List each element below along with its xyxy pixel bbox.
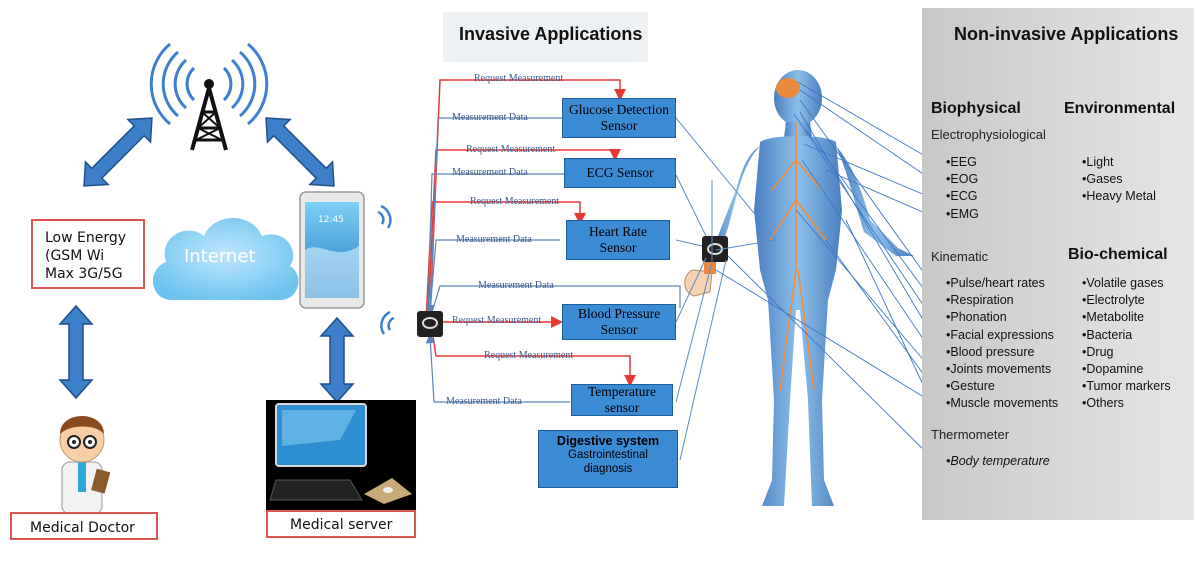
human-body-icon (710, 70, 914, 506)
digestive-title: Digestive system (556, 434, 660, 448)
biophysical-heading: Biophysical (931, 100, 1021, 117)
list-item: Pulse/heart rates (946, 275, 1058, 292)
network-box: Low Energy (GSM Wi Max 3G/5G (31, 219, 145, 289)
invasive-connectors (425, 79, 681, 403)
gateway-device-icon (417, 311, 443, 337)
data-label: Measurement Data (456, 234, 532, 245)
list-item: EOG (946, 171, 979, 188)
server-label: Medical server (290, 517, 393, 533)
list-item: Blood pressure (946, 344, 1058, 361)
request-label: Request Measurement (470, 196, 560, 207)
list-item: Gesture (946, 378, 1058, 395)
list-item: Metabolite (1082, 309, 1171, 326)
phone-time: 12:45 (318, 215, 344, 225)
sensor-heart-rate: Heart Rate Sensor (566, 220, 670, 260)
network-graphics: Internet 12:45 (58, 42, 416, 515)
digestive-box: Digestive system Gastrointestinal diagno… (538, 430, 678, 488)
environmental-heading: Environmental (1064, 100, 1176, 117)
sensor-temperature: Temperature sensor (571, 384, 673, 416)
list-item: Gases (1082, 171, 1156, 188)
data-label: Measurement Data (452, 112, 528, 123)
thermometer-list: Body temperature (946, 453, 1049, 470)
computer-icon (266, 400, 416, 510)
wifi-icon (380, 310, 395, 335)
doctor-label: Medical Doctor (30, 520, 135, 536)
request-label: Request Measurement (452, 315, 542, 326)
double-arrow-tower-left (83, 117, 153, 187)
list-item: Muscle movements (946, 395, 1058, 412)
cell-tower-icon (190, 79, 228, 151)
double-arrow-doctor (58, 304, 94, 400)
list-item: ECG (946, 188, 979, 205)
smartphone-icon (299, 191, 365, 309)
digestive-subtitle: Gastrointestinal diagnosis (568, 449, 648, 475)
request-label: Request Measurement (466, 144, 556, 155)
list-item: EEG (946, 154, 979, 171)
request-label: Request Measurement (474, 73, 564, 84)
noninvasive-title: Non-invasive Applications (954, 24, 1179, 44)
sensor-glucose: Glucose Detection Sensor (562, 98, 676, 138)
cloud-label: Internet (184, 246, 255, 267)
doctor-label-box: Medical Doctor (10, 512, 158, 540)
network-line-2: (GSM Wi (45, 248, 105, 264)
noninvasive-panel (922, 8, 1194, 520)
data-label: Measurement Data (478, 280, 554, 291)
network-line-3: Max 3G/5G (45, 266, 123, 282)
sensor-blood-pressure: Blood Pressure Sensor (562, 304, 676, 340)
sensor-ecg: ECG Sensor (564, 158, 676, 188)
data-label: Measurement Data (452, 167, 528, 178)
double-arrow-server (319, 316, 355, 404)
cloud-icon (153, 218, 299, 301)
invasive-title-box (443, 12, 648, 62)
kinematic-label: Kinematic (931, 249, 989, 264)
list-item: Respiration (946, 292, 1058, 309)
list-item: Heavy Metal (1082, 188, 1155, 205)
biochem-list: Volatile gases Electrolyte Metabolite Ba… (1082, 275, 1171, 413)
list-item: Others (1082, 395, 1171, 412)
invasive-title: Invasive Applications (459, 24, 643, 44)
biochemical-heading: Bio-chemical (1068, 246, 1168, 263)
kinematic-list: Pulse/heart rates Respiration Phonation … (946, 275, 1058, 413)
environmental-list: Light Gases Heavy Metal (1082, 154, 1156, 206)
wifi-icon (377, 204, 392, 229)
list-item: EMG (946, 206, 978, 223)
human-body-graphics (676, 70, 933, 506)
list-item: Bacteria (1082, 327, 1171, 344)
list-item: Phonation (946, 309, 1058, 326)
signal-waves-icon (149, 42, 269, 126)
server-label-box: Medical server (266, 510, 416, 538)
thermometer-label: Thermometer (931, 427, 1010, 442)
doctor-icon (59, 416, 111, 515)
list-item: Drug (1082, 344, 1171, 361)
wrist-sensor-icon (684, 236, 728, 297)
list-item: Facial expressions (946, 327, 1058, 344)
list-item: Body temperature (946, 453, 1049, 470)
electrophysiological-label: Electrophysiological (931, 127, 1046, 142)
data-label: Measurement Data (446, 396, 522, 407)
double-arrow-tower-right (265, 117, 335, 187)
request-label: Request Measurement (484, 350, 574, 361)
list-item: Electrolyte (1082, 292, 1171, 309)
list-item: Volatile gases (1082, 275, 1171, 292)
list-item: Light (1082, 154, 1156, 171)
list-item: Joints movements (946, 361, 1058, 378)
list-item: Dopamine (1082, 361, 1171, 378)
electro-list: EEG EOG ECG EMG (946, 154, 979, 223)
list-item: Tumor markers (1082, 378, 1170, 395)
network-line-1: Low Energy (45, 230, 127, 246)
